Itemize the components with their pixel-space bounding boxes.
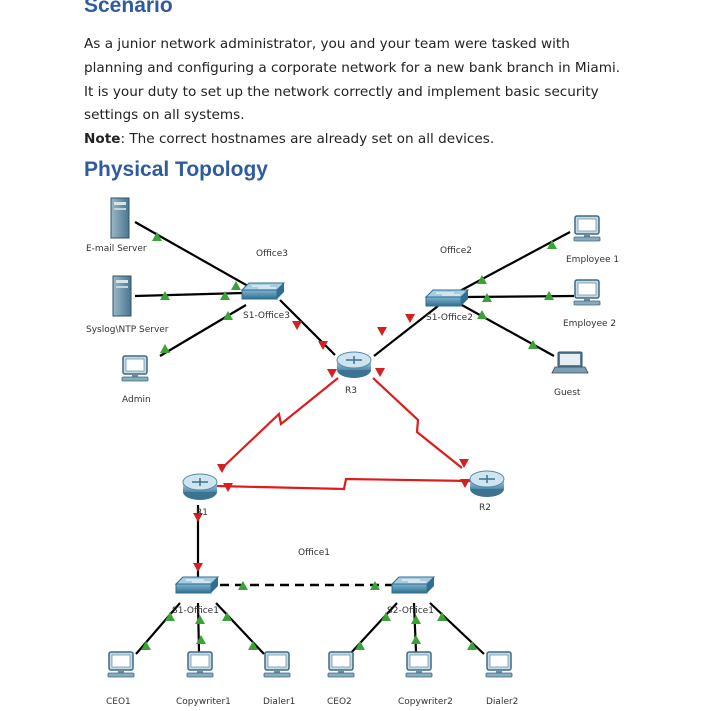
switch-icon	[241, 282, 285, 300]
label-dialer1: Dialer1	[263, 697, 295, 707]
syslog-ntp-server[interactable]	[112, 275, 132, 317]
router-icon	[469, 470, 505, 498]
serial-r1-r2	[215, 477, 471, 491]
pc-icon	[121, 355, 149, 382]
label-ceo2: CEO2	[327, 697, 352, 707]
serial-r3-r1	[219, 377, 339, 471]
link-s1office1-ceo1	[135, 602, 181, 655]
label-guest: Guest	[554, 388, 581, 398]
link-employee1-s1office2	[457, 231, 571, 293]
pc-icon	[405, 651, 433, 678]
pc-icon	[107, 651, 135, 678]
link-employee2-s1office2	[465, 294, 575, 299]
r3-router[interactable]	[336, 351, 372, 379]
note-label: Note	[84, 131, 121, 147]
employee2-pc[interactable]	[573, 279, 601, 306]
pc-icon	[186, 651, 214, 678]
label-s2-office1: S2-Office1	[387, 606, 434, 616]
server-icon	[110, 197, 130, 239]
dialer1-pc[interactable]	[263, 651, 291, 678]
dialer2-pc[interactable]	[485, 651, 513, 678]
label-dialer2: Dialer2	[486, 697, 518, 707]
pc-icon	[573, 279, 601, 306]
guest-laptop[interactable]	[551, 351, 589, 374]
s1-office3-switch[interactable]	[241, 282, 285, 300]
admin-pc[interactable]	[121, 355, 149, 382]
pc-icon	[263, 651, 291, 678]
pc-icon	[327, 651, 355, 678]
label-office2: Office2	[440, 246, 472, 256]
label-copywriter2: Copywriter2	[398, 697, 453, 707]
link-s1office3-r3	[279, 299, 336, 356]
label-ceo1: CEO1	[106, 697, 131, 707]
note-paragraph: Note: The correct hostnames are already …	[84, 128, 629, 152]
label-email-server: E-mail Server	[86, 244, 147, 254]
label-admin: Admin	[122, 395, 151, 405]
s2-office1-switch[interactable]	[391, 576, 435, 594]
router-icon	[182, 473, 218, 501]
link-s2office1-dialer2	[429, 602, 485, 655]
link-email-s1office3	[134, 221, 256, 291]
topology-heading: Physical Topology	[84, 158, 268, 181]
r1-router[interactable]	[182, 473, 218, 501]
s1-office1-switch[interactable]	[175, 576, 219, 594]
label-employee1: Employee 1	[566, 255, 619, 265]
note-text: : The correct hostnames are already set …	[120, 131, 495, 147]
label-copywriter1: Copywriter1	[176, 697, 231, 707]
label-s1-office3: S1-Office3	[243, 311, 290, 321]
pc-icon	[485, 651, 513, 678]
link-s1office1-dialer1	[215, 602, 265, 655]
serial-links	[215, 377, 471, 491]
link-guest-s1office2	[459, 303, 555, 357]
email-server[interactable]	[110, 197, 130, 239]
router-icon	[336, 351, 372, 379]
label-s1-office1: S1-Office1	[172, 606, 219, 616]
label-employee2: Employee 2	[563, 319, 616, 329]
label-office1: Office1	[298, 548, 330, 558]
employee1-pc[interactable]	[573, 215, 601, 242]
label-office3: Office3	[256, 249, 288, 259]
link-s1office2-r3	[373, 305, 439, 357]
s1-office2-switch[interactable]	[425, 289, 469, 307]
label-r1: R1	[196, 508, 208, 518]
switch-icon	[175, 576, 219, 594]
laptop-icon	[551, 351, 589, 374]
ceo1-pc[interactable]	[107, 651, 135, 678]
switch-icon	[425, 289, 469, 307]
scenario-paragraph: As a junior network administrator, you a…	[84, 36, 621, 124]
pc-icon	[573, 215, 601, 242]
server-icon	[112, 275, 132, 317]
labels: E-mail Server Office3 Office2 Employee 1…	[86, 244, 619, 707]
copywriter1-pc[interactable]	[186, 651, 214, 678]
serial-r3-r2	[372, 377, 463, 469]
copywriter2-pc[interactable]	[405, 651, 433, 678]
switch-icon	[391, 576, 435, 594]
r2-router[interactable]	[469, 470, 505, 498]
link-admin-s1office3	[159, 304, 247, 357]
label-r2: R2	[479, 503, 491, 513]
label-s1-office2: S1-Office2	[426, 313, 473, 323]
scenario-heading: Scenario	[84, 0, 173, 17]
label-r3: R3	[345, 386, 357, 396]
label-syslog-ntp-server: Syslog\NTP Server	[86, 325, 169, 335]
ceo2-pc[interactable]	[327, 651, 355, 678]
